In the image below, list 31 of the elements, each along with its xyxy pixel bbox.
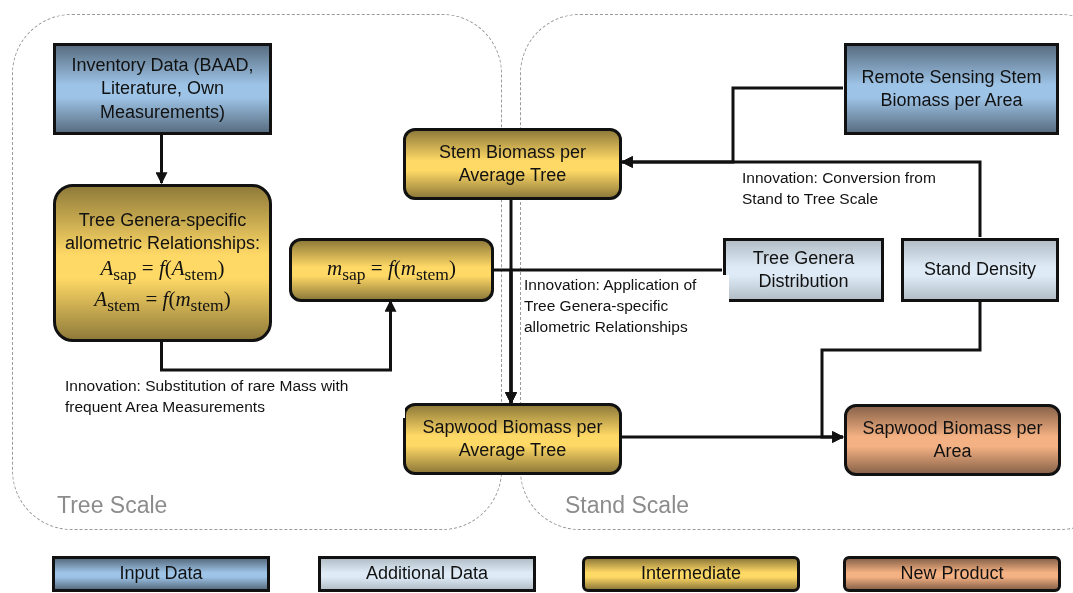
legend-swatch: New Product (843, 556, 1061, 592)
process-box (403, 403, 622, 475)
arrow (505, 268, 722, 405)
box-text: Tree Genera Distribution (751, 246, 856, 293)
legend-swatch: Input Data (52, 556, 270, 592)
box-text: Remote Sensing Stem Biomass per Area (860, 65, 1043, 112)
edge-label: Innovation: Application of Tree Genera-specific allometric Relationships (524, 275, 729, 338)
data-box (901, 238, 1059, 302)
process-box (53, 184, 272, 342)
legend-swatch: Intermediate (582, 556, 800, 592)
arrow (820, 301, 982, 443)
process-box (403, 128, 622, 200)
box-text: Sapwood Biomass per Area (861, 416, 1044, 463)
box-text: Stem Biomass per Average Tree (437, 140, 588, 187)
arrow (620, 156, 982, 237)
legend-swatch: Additional Data (318, 556, 536, 592)
process-box (289, 238, 494, 302)
box-text: Stand Density (923, 258, 1037, 282)
box-text: Inventory Data (BAAD, Literature, Own Measurements) (70, 53, 255, 124)
box-text: Sapwood Biomass per Average Tree (421, 415, 604, 462)
arrow (155, 134, 168, 185)
data-box (53, 43, 272, 135)
formula: A$_{sap}$ = f(A$_{stem}$) (100, 255, 225, 287)
formula: m$_{sap}$ = f(m$_{stem}$) (327, 254, 456, 286)
process-box (844, 404, 1061, 476)
data-box (844, 43, 1059, 135)
box-text: Tree Genera-specific allometric Relationships: (64, 208, 261, 256)
region-label: Tree Scale (57, 492, 168, 519)
formula: A$_{stem}$ = f(m$_{stem}$) (94, 286, 231, 318)
region-label: Stand Scale (565, 492, 690, 519)
data-box (723, 238, 884, 302)
